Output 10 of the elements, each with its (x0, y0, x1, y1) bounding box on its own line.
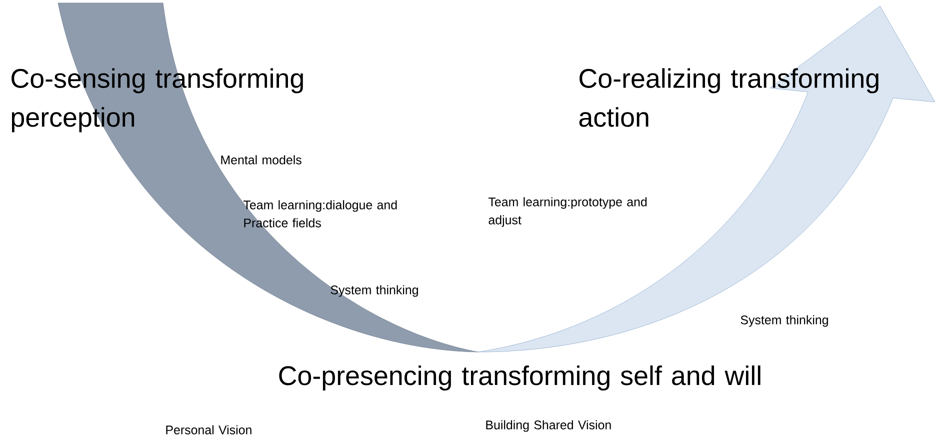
label: Co-presencing transforming self and will (279, 365, 760, 391)
label: Co-realizing transforming action (579, 68, 878, 127)
label: Team learning:dialogue and Practice fields (243, 200, 397, 228)
label: Mental models (221, 155, 302, 164)
label: Co-sensing transforming perception (12, 68, 303, 132)
label: Building Shared Vision (486, 420, 611, 432)
label: Team learning:prototype and adjust (488, 197, 647, 227)
label: Personal Vision (166, 425, 252, 434)
label: System thinking (740, 315, 828, 327)
label: System thinking (330, 285, 418, 297)
